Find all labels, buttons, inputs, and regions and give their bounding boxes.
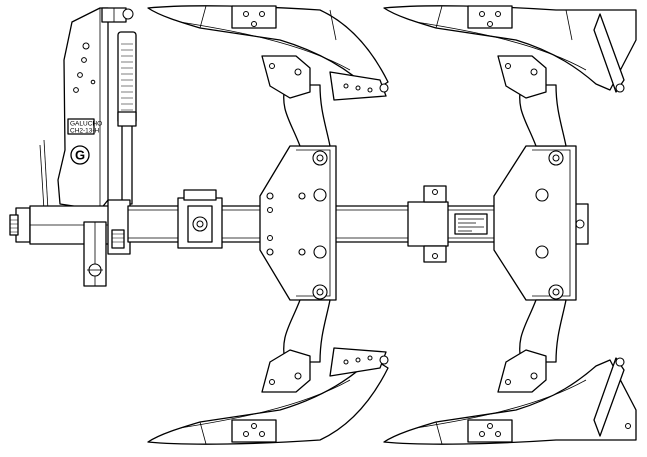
body-bolt (535, 245, 549, 259)
pivot-hole (122, 8, 134, 20)
share-hole (259, 11, 265, 17)
maker-label-line2: CH2-13-H (70, 128, 100, 135)
share-hole (487, 21, 493, 27)
share-hole (251, 423, 257, 429)
plough-body-1 (147, 5, 389, 445)
beam-end-hole (575, 219, 585, 229)
frame-hole (73, 87, 79, 93)
share-hole (243, 11, 249, 17)
maker-label-line1: GALUCHO (70, 121, 102, 128)
maker-logo: G (70, 145, 90, 165)
frame-hole (81, 57, 87, 63)
maker-label-box: GALUCHO CH2-13-H (67, 118, 102, 135)
headstock-frame: GALUCHO CH2-13-H G (39, 7, 134, 211)
share-hole (479, 431, 485, 437)
share-hole (251, 21, 257, 27)
body-bolt (313, 188, 327, 202)
share-hole (487, 423, 493, 429)
beam-bolts (266, 192, 306, 256)
body-bolt (313, 245, 327, 259)
share-hole (479, 11, 485, 17)
share-hole (495, 11, 501, 17)
id-plate (454, 213, 488, 235)
maker-logo-letter: G (75, 148, 85, 163)
hitch-assembly (9, 199, 131, 287)
share-hole (495, 431, 501, 437)
bracket-hole (432, 253, 438, 259)
share-hole (243, 431, 249, 437)
body-bolt (535, 188, 549, 202)
plough-body-2 (383, 5, 637, 445)
hydraulic-cylinder (117, 31, 137, 205)
frame-hole (82, 42, 90, 50)
frame-hole (90, 79, 96, 85)
clevis-pin-center (196, 220, 204, 228)
frame-hole (77, 72, 83, 78)
bracket-hole (432, 189, 438, 195)
share-hole (259, 431, 265, 437)
